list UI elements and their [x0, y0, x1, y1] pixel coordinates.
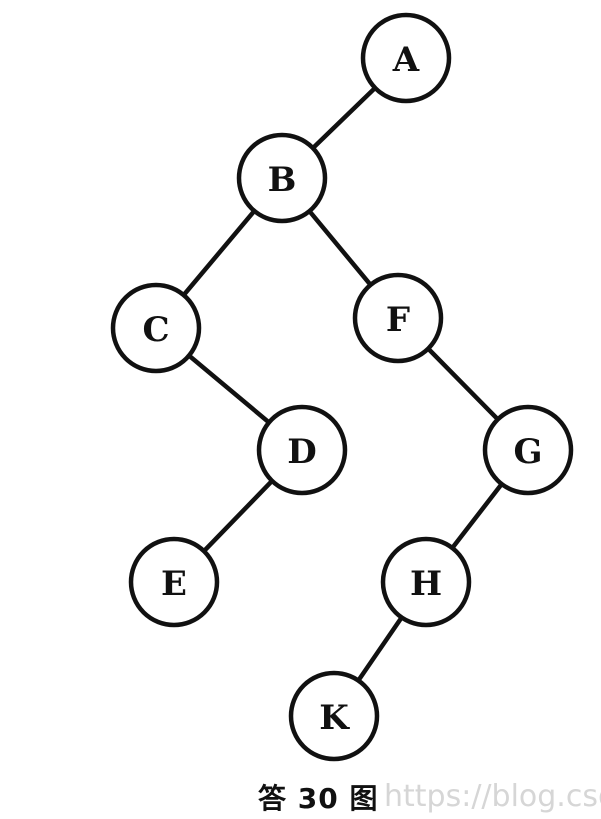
figure-caption-bar: 答 30 图 https://blog.csd: [0, 771, 601, 819]
tree-node-h: H: [380, 536, 472, 628]
tree-node-c: C: [110, 282, 202, 374]
tree-edges: [153, 55, 531, 719]
tree-node-f: F: [352, 272, 444, 364]
tree-node-a: A: [360, 12, 452, 104]
node-label-k: K: [319, 698, 350, 738]
node-label-e: E: [161, 564, 187, 604]
node-circle-g: [482, 404, 574, 496]
node-circle-b: [236, 132, 328, 224]
tree-node-g: G: [482, 404, 574, 496]
node-label-d: D: [287, 432, 316, 472]
node-circle-e: [128, 536, 220, 628]
node-circle-k: [288, 670, 380, 762]
node-label-b: B: [268, 160, 297, 200]
tree-node-d: D: [256, 404, 348, 496]
node-circle-d: [256, 404, 348, 496]
node-label-a: A: [392, 40, 420, 80]
node-label-f: F: [386, 300, 410, 340]
node-label-g: G: [513, 432, 542, 472]
node-circle-h: [380, 536, 472, 628]
node-circle-a: [360, 12, 452, 104]
tree-node-k: K: [288, 670, 380, 762]
node-label-c: C: [142, 310, 169, 350]
node-circle-f: [352, 272, 444, 364]
tree-node-e: E: [128, 536, 220, 628]
figure-caption: 答 30 图: [258, 782, 379, 815]
watermark-url: https://blog.csd: [384, 779, 601, 814]
node-circle-c: [110, 282, 202, 374]
tree-nodes: A B C F D G E H K: [110, 12, 574, 762]
tree-node-b: B: [236, 132, 328, 224]
node-label-h: H: [410, 564, 442, 604]
